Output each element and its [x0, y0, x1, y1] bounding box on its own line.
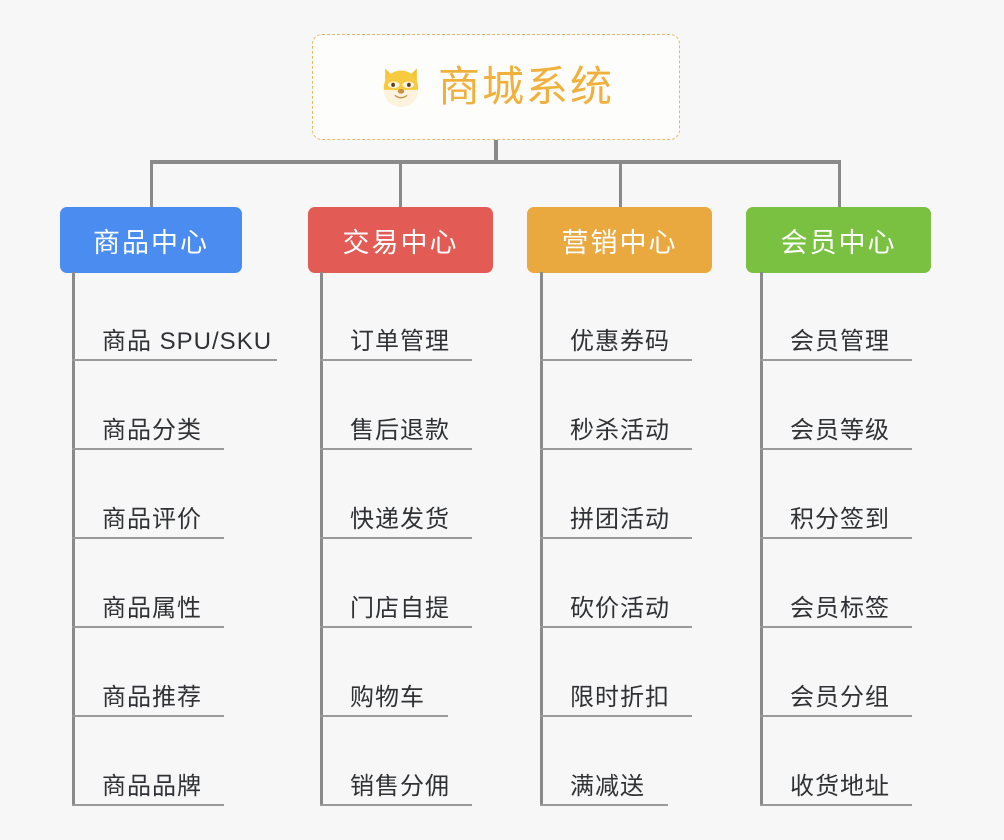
leaf-item[interactable]: 商品分类 [72, 361, 224, 450]
leaf-label: 商品推荐 [102, 683, 202, 711]
leaf-label: 订单管理 [350, 327, 450, 355]
root-stem-connector [494, 140, 498, 163]
leaf-label: 限时折扣 [570, 683, 670, 711]
category-title-2: 交易中心 [342, 227, 459, 258]
leaf-item[interactable]: 收货地址 [760, 717, 912, 806]
leaf-item[interactable]: 满减送 [540, 717, 668, 806]
leaf-label: 满减送 [570, 772, 645, 800]
leaf-item[interactable]: 拼团活动 [540, 450, 692, 539]
category-box-1[interactable]: 商品中心 [60, 207, 242, 273]
leaf-item[interactable]: 销售分佣 [320, 717, 472, 806]
leaf-label: 商品分类 [102, 416, 202, 444]
column-trunk-4 [760, 272, 763, 806]
leaf-item[interactable]: 售后退款 [320, 361, 472, 450]
leaf-item[interactable]: 快递发货 [320, 450, 472, 539]
leaf-item[interactable]: 商品 SPU/SKU [72, 272, 277, 361]
leaf-label: 会员管理 [790, 327, 890, 355]
leaf-label: 收货地址 [790, 772, 890, 800]
leaf-label: 砍价活动 [570, 594, 670, 622]
leaf-item[interactable]: 砍价活动 [540, 539, 692, 628]
leaf-item[interactable]: 会员等级 [760, 361, 912, 450]
leaf-label: 销售分佣 [350, 772, 450, 800]
drop-connector-3 [619, 160, 622, 207]
leaf-item[interactable]: 会员管理 [760, 272, 912, 361]
leaf-label: 门店自提 [350, 594, 450, 622]
leaf-item[interactable]: 限时折扣 [540, 628, 692, 717]
leaf-item[interactable]: 订单管理 [320, 272, 472, 361]
horizontal-bus-connector [150, 160, 841, 164]
dog-face-icon [383, 68, 419, 108]
category-title-3: 营销中心 [561, 227, 678, 258]
leaf-label: 商品评价 [102, 505, 202, 533]
drop-connector-1 [150, 160, 153, 207]
category-title-4: 会员中心 [780, 227, 897, 258]
leaf-item[interactable]: 优惠券码 [540, 272, 692, 361]
leaf-item[interactable]: 门店自提 [320, 539, 472, 628]
leaf-item[interactable]: 秒杀活动 [540, 361, 692, 450]
root-node-content: 商城系统 [378, 64, 614, 110]
leaf-item[interactable]: 商品品牌 [72, 717, 224, 806]
drop-connector-2 [399, 160, 402, 207]
category-box-4[interactable]: 会员中心 [746, 207, 931, 273]
leaf-item[interactable]: 积分签到 [760, 450, 912, 539]
column-trunk-1 [72, 272, 75, 806]
leaf-item[interactable]: 商品推荐 [72, 628, 224, 717]
drop-connector-4 [838, 160, 841, 207]
leaf-label: 积分签到 [790, 505, 890, 533]
leaf-label: 商品品牌 [102, 772, 202, 800]
root-node[interactable]: 商城系统 [312, 34, 680, 140]
leaf-label: 商品 SPU/SKU [102, 327, 273, 355]
root-title: 商城系统 [437, 63, 614, 110]
leaf-label: 拼团活动 [570, 505, 670, 533]
column-trunk-2 [320, 272, 323, 806]
leaf-item[interactable]: 会员标签 [760, 539, 912, 628]
leaf-label: 会员分组 [790, 683, 890, 711]
leaf-label: 优惠券码 [570, 327, 670, 355]
leaf-label: 会员标签 [790, 594, 890, 622]
leaf-label: 商品属性 [102, 594, 202, 622]
category-box-2[interactable]: 交易中心 [308, 207, 493, 273]
leaf-label: 售后退款 [350, 416, 450, 444]
leaf-label: 购物车 [350, 683, 425, 711]
leaf-label: 秒杀活动 [570, 416, 670, 444]
category-box-3[interactable]: 营销中心 [527, 207, 712, 273]
leaf-label: 快递发货 [350, 505, 450, 533]
category-title-1: 商品中心 [93, 227, 209, 258]
leaf-label: 会员等级 [790, 416, 890, 444]
leaf-item[interactable]: 商品属性 [72, 539, 224, 628]
leaf-item[interactable]: 商品评价 [72, 450, 224, 539]
column-trunk-3 [540, 272, 543, 806]
leaf-item[interactable]: 会员分组 [760, 628, 912, 717]
leaf-item[interactable]: 购物车 [320, 628, 448, 717]
